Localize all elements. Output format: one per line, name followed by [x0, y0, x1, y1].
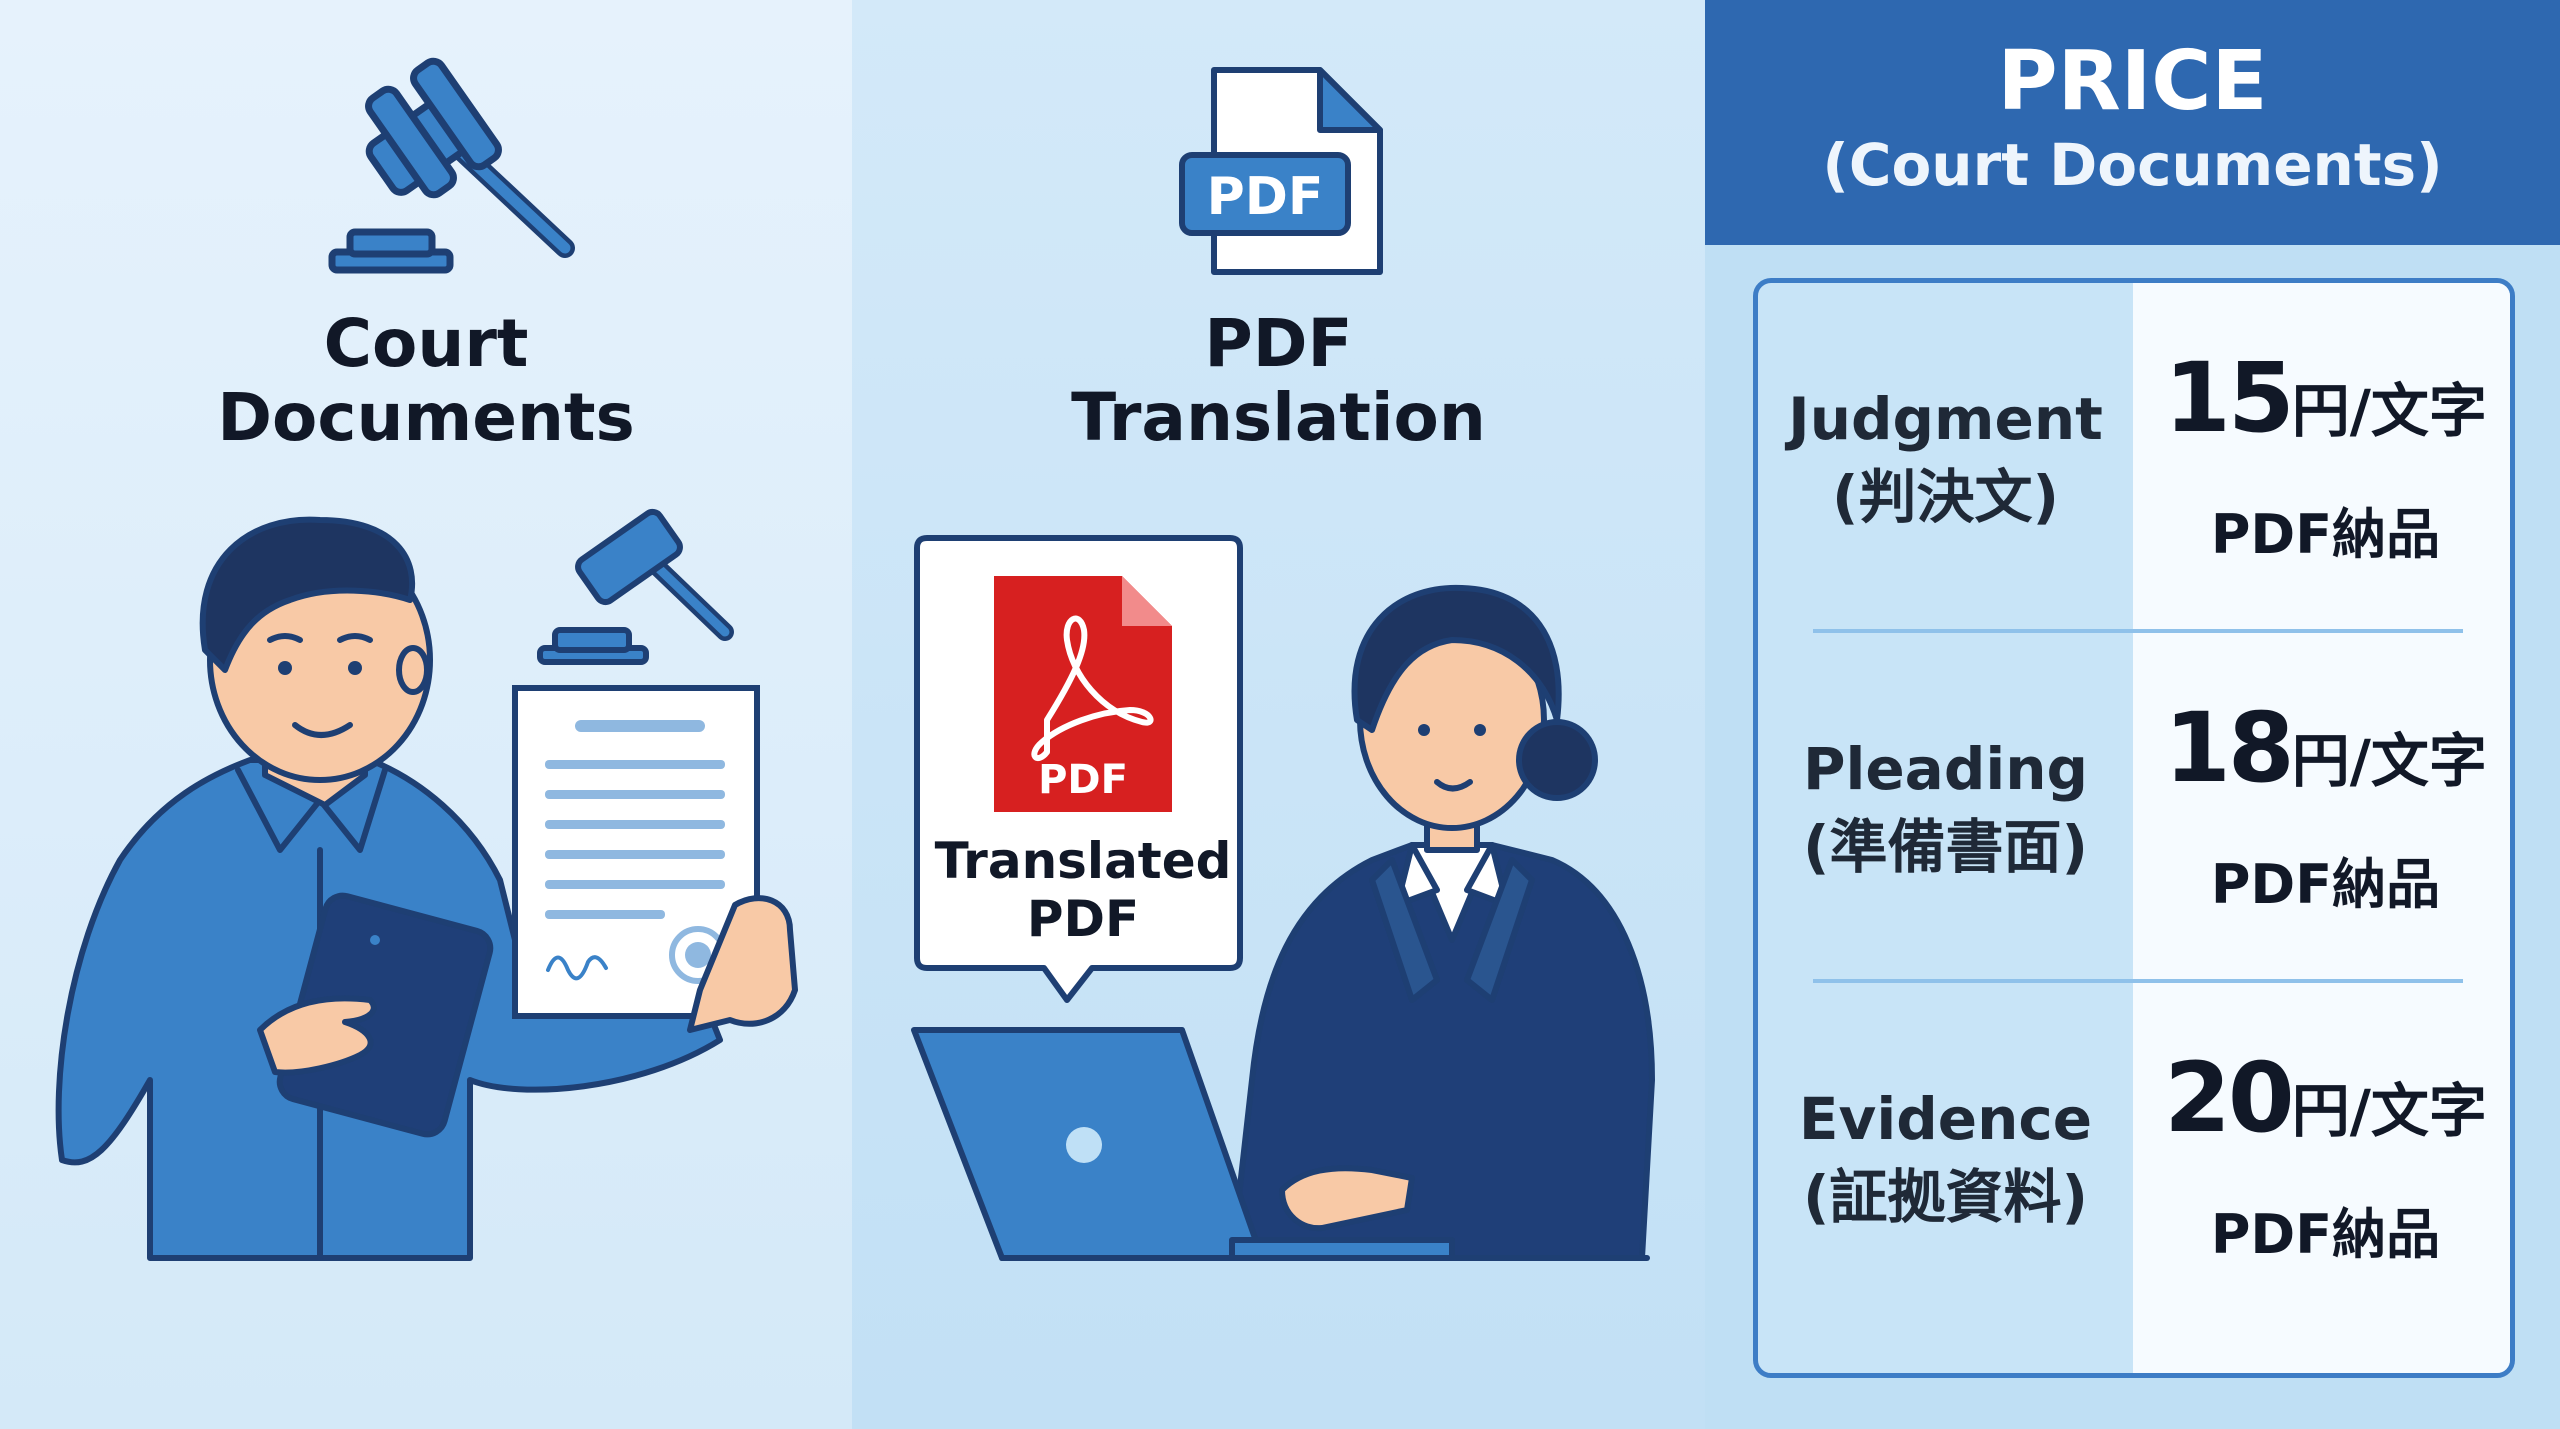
price-amount: 15円/文字: [2164, 348, 2487, 476]
court-documents-title: Court Documents: [217, 305, 635, 456]
man-with-tablet-figure: [55, 516, 723, 1261]
row-divider: [1813, 979, 2463, 983]
price-row-evidence: Evidence (証拠資料) 20円/文字 PDF納品: [1758, 983, 2510, 1333]
right-hand: [687, 895, 798, 1033]
price-unit: 円/文字: [2291, 726, 2487, 795]
row-label-en: Pleading: [1802, 735, 2089, 803]
row-label-en: Evidence: [1798, 1085, 2093, 1153]
price-title: PRICE: [1997, 34, 2268, 129]
translated-pdf-bubble: PDF Translated PDF: [914, 535, 1243, 1003]
bubble-caption-line2: PDF: [1027, 890, 1139, 948]
price-subtitle: (Court Documents): [1822, 131, 2443, 199]
price-amount: 20円/文字: [2164, 1048, 2487, 1176]
row-divider: [1813, 629, 2463, 633]
row-label-ja: (判決文): [1831, 463, 2060, 531]
row-label-en: Judgment: [1788, 385, 2103, 453]
price-table: Judgment (判決文) 15円/文字 PDF納品 Pleading (準備…: [1753, 278, 2515, 1378]
bubble-pdf-label: PDF: [1038, 757, 1128, 803]
price-amount: 18円/文字: [2164, 698, 2487, 826]
price-unit: 円/文字: [2291, 1076, 2487, 1145]
row-label-ja: (準備書面): [1802, 813, 2089, 881]
pdf-file-icon: PDF: [1179, 67, 1383, 275]
price-value: 20: [2164, 1041, 2295, 1154]
court-illustration: [55, 57, 798, 1261]
bubble-caption-line1: Translated: [935, 832, 1232, 890]
delivery-format: PDF納品: [2210, 502, 2441, 566]
price-value: 18: [2164, 691, 2295, 804]
pdf-translation-panel: PDF PDF Translated PDF: [852, 0, 1705, 1429]
delivery-format: PDF納品: [2210, 1202, 2441, 1266]
pdf-translation-title: PDF Translation: [1071, 305, 1486, 456]
woman-at-laptop-figure: [911, 584, 1655, 1261]
row-label-ja: (証拠資料): [1802, 1163, 2089, 1231]
price-value: 15: [2164, 341, 2295, 454]
court-documents-panel: Court Documents: [0, 0, 852, 1429]
pdf-translation-illustration: PDF PDF Translated PDF: [911, 67, 1655, 1261]
small-gavel-icon: [537, 508, 734, 665]
delivery-format: PDF納品: [2210, 852, 2441, 916]
price-panel: PRICE (Court Documents) Judgment (判決文) 1…: [1705, 0, 2560, 1429]
pdf-icon-label: PDF: [1207, 167, 1324, 227]
price-row-judgment: Judgment (判決文) 15円/文字 PDF納品: [1758, 283, 2510, 633]
price-unit: 円/文字: [2291, 376, 2487, 445]
price-row-pleading: Pleading (準備書面) 18円/文字 PDF納品: [1758, 633, 2510, 983]
price-header: PRICE (Court Documents): [1705, 0, 2560, 245]
gavel-icon: [328, 57, 575, 274]
court-document-icon: [512, 685, 760, 1019]
